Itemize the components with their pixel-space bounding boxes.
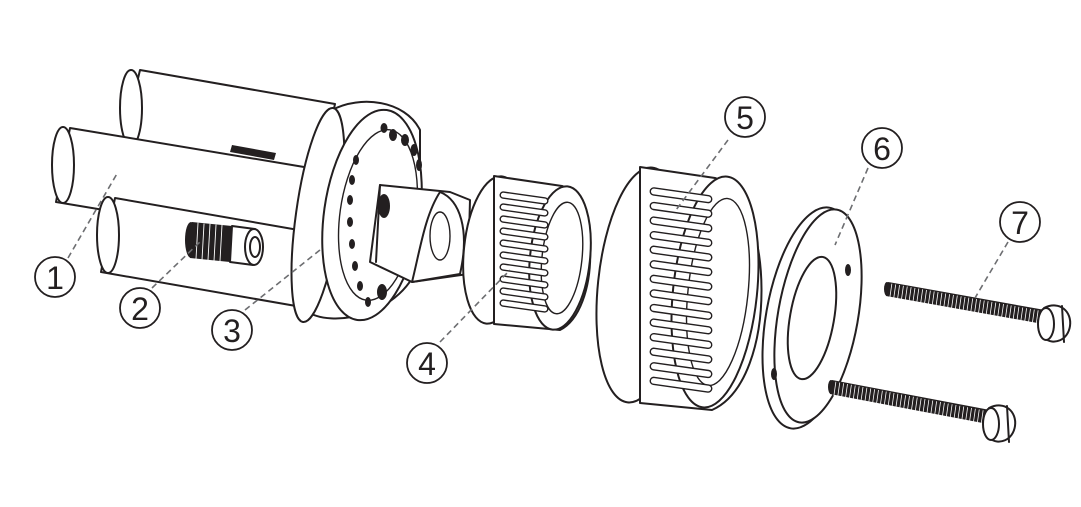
part-3-flange-hub — [290, 100, 471, 323]
callout-3: 3 — [211, 309, 253, 351]
callout-2: 2 — [119, 287, 161, 329]
part-2-threaded-sleeve — [185, 222, 264, 266]
part-6-washer — [761, 206, 863, 430]
callout-1: 1 — [34, 256, 76, 298]
callout-7-label: 7 — [1011, 205, 1029, 241]
callout-4-label: 4 — [418, 346, 436, 382]
screw-upper — [884, 282, 1072, 343]
leader-lines — [67, 139, 1009, 343]
callout-5-label: 5 — [736, 100, 754, 136]
callout-1-label: 1 — [46, 260, 64, 296]
screw-lower — [828, 380, 1017, 443]
callout-3-label: 3 — [223, 313, 241, 349]
callout-4: 4 — [406, 342, 448, 384]
callout-7: 7 — [999, 201, 1041, 243]
part-7-screws — [828, 282, 1072, 443]
part-1-guide-rods — [51, 69, 336, 307]
callout-2-label: 2 — [131, 291, 149, 327]
part-5-large-needle-cage — [595, 166, 763, 411]
callout-6: 6 — [861, 127, 903, 169]
callout-6-label: 6 — [873, 131, 891, 167]
part-4-small-needle-cage — [462, 175, 592, 331]
callout-5: 5 — [724, 96, 766, 138]
